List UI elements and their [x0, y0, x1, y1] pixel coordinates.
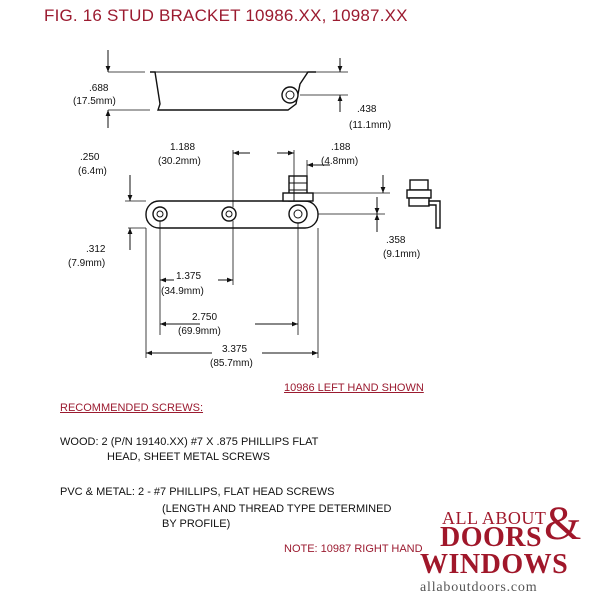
dim-half-len-mm: (34.9mm) [161, 286, 204, 297]
dim-left-edge-in: .312 [86, 244, 106, 255]
right-hand-note: NOTE: 10987 RIGHT HAND [284, 543, 423, 555]
recommended-screws-header: RECOMMENDED SCREWS: [60, 402, 204, 414]
logo-ampersand: & [544, 497, 582, 550]
bracket-side-view [406, 179, 441, 229]
dim-stud-in: .188 [331, 142, 351, 153]
side-bracket-leg [428, 200, 441, 229]
dim-top-height-mm: (17.5mm) [73, 96, 116, 107]
dim-stud-height-in: .358 [386, 235, 406, 246]
side-stud-nut [406, 189, 432, 199]
dim-total-len-in: 3.375 [222, 344, 247, 355]
logo-line-doors: DOORS [440, 522, 543, 553]
dim-hole-spacing-mm: (30.2mm) [158, 156, 201, 167]
side-stud-base [408, 197, 430, 207]
dim-hole-len-in: 2.750 [192, 312, 217, 323]
dim-left-edge-mm: (7.9mm) [68, 258, 105, 269]
top-profile-hole [281, 86, 299, 104]
top-profile-hole-inner [285, 90, 295, 100]
dim-top-height-in: .688 [89, 83, 109, 94]
stud-base-inner [293, 209, 303, 219]
pvc-screws-line3: BY PROFILE) [162, 518, 231, 530]
screw-hole-middle [221, 206, 237, 222]
dim-top-hole-in: .438 [357, 104, 377, 115]
dim-half-len-in: 1.375 [176, 271, 201, 282]
screw-hole-left-inner [156, 210, 164, 218]
pvc-screws-line1: PVC & METAL: 2 - #7 PHILLIPS, FLAT HEAD … [60, 486, 335, 498]
screw-hole-left [152, 206, 168, 222]
dim-stud-mm: (4.8mm) [321, 156, 358, 167]
dim-bracket-top-mm: (6.4m) [78, 166, 107, 177]
top-profile-outline [150, 71, 316, 111]
logo-url: allaboutdoors.com [420, 580, 538, 595]
stud-nut [282, 192, 314, 202]
pvc-screws-line2: (LENGTH AND THREAD TYPE DETERMINED [162, 503, 392, 515]
wood-screws-line2: HEAD, SHEET METAL SCREWS [107, 451, 270, 463]
bracket-front-view [145, 175, 319, 229]
dim-top-hole-mm: (11.1mm) [349, 120, 391, 131]
dim-total-len-mm: (85.7mm) [210, 358, 253, 369]
dim-hole-len-mm: (69.9mm) [178, 326, 221, 337]
wood-screws-line1: WOOD: 2 (P/N 19140.XX) #7 X .875 PHILLIP… [60, 436, 319, 448]
brand-logo: ALL ABOUT & DOORS WINDOWS allaboutdoors.… [420, 497, 595, 598]
logo-line-all-about: ALL ABOUT [442, 508, 547, 528]
top-profile-view [105, 50, 348, 128]
logo-line-windows: WINDOWS [420, 549, 569, 580]
screw-hole-middle-inner [225, 210, 233, 218]
dim-hole-spacing-in: 1.188 [170, 142, 195, 153]
figure-title: FIG. 16 STUD BRACKET 10986.XX, 10987.XX [44, 6, 408, 25]
stud-base [288, 204, 308, 224]
dim-bracket-top-in: .250 [80, 152, 100, 163]
hand-shown-note: 10986 LEFT HAND SHOWN [284, 382, 424, 394]
dim-stud-height-mm: (9.1mm) [383, 249, 420, 260]
side-stud-top [409, 179, 429, 191]
